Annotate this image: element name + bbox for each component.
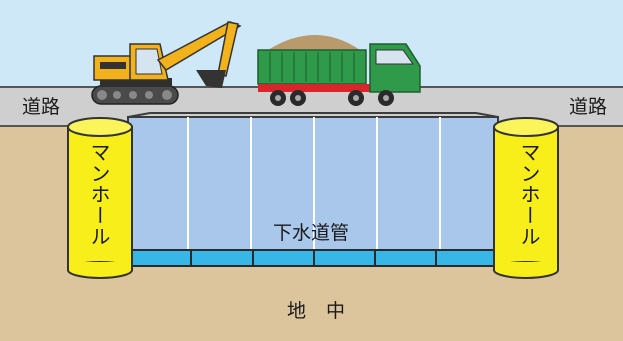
manhole-label-right: マンホール: [517, 142, 541, 247]
manhole-left: [67, 117, 133, 279]
sewer-pipe-label: 下水道管: [273, 222, 350, 244]
road-label-left: 道路: [22, 96, 61, 118]
road-label-right: 道路: [569, 96, 608, 118]
manhole-label-left: マンホール: [87, 142, 111, 247]
dump-truck-icon: [257, 43, 421, 106]
sewer-pipe: [127, 112, 499, 267]
manhole-right: [493, 117, 559, 279]
underground-label: 地中: [287, 300, 366, 322]
excavator-icon: [91, 21, 242, 105]
dirt-pile: [268, 35, 360, 50]
